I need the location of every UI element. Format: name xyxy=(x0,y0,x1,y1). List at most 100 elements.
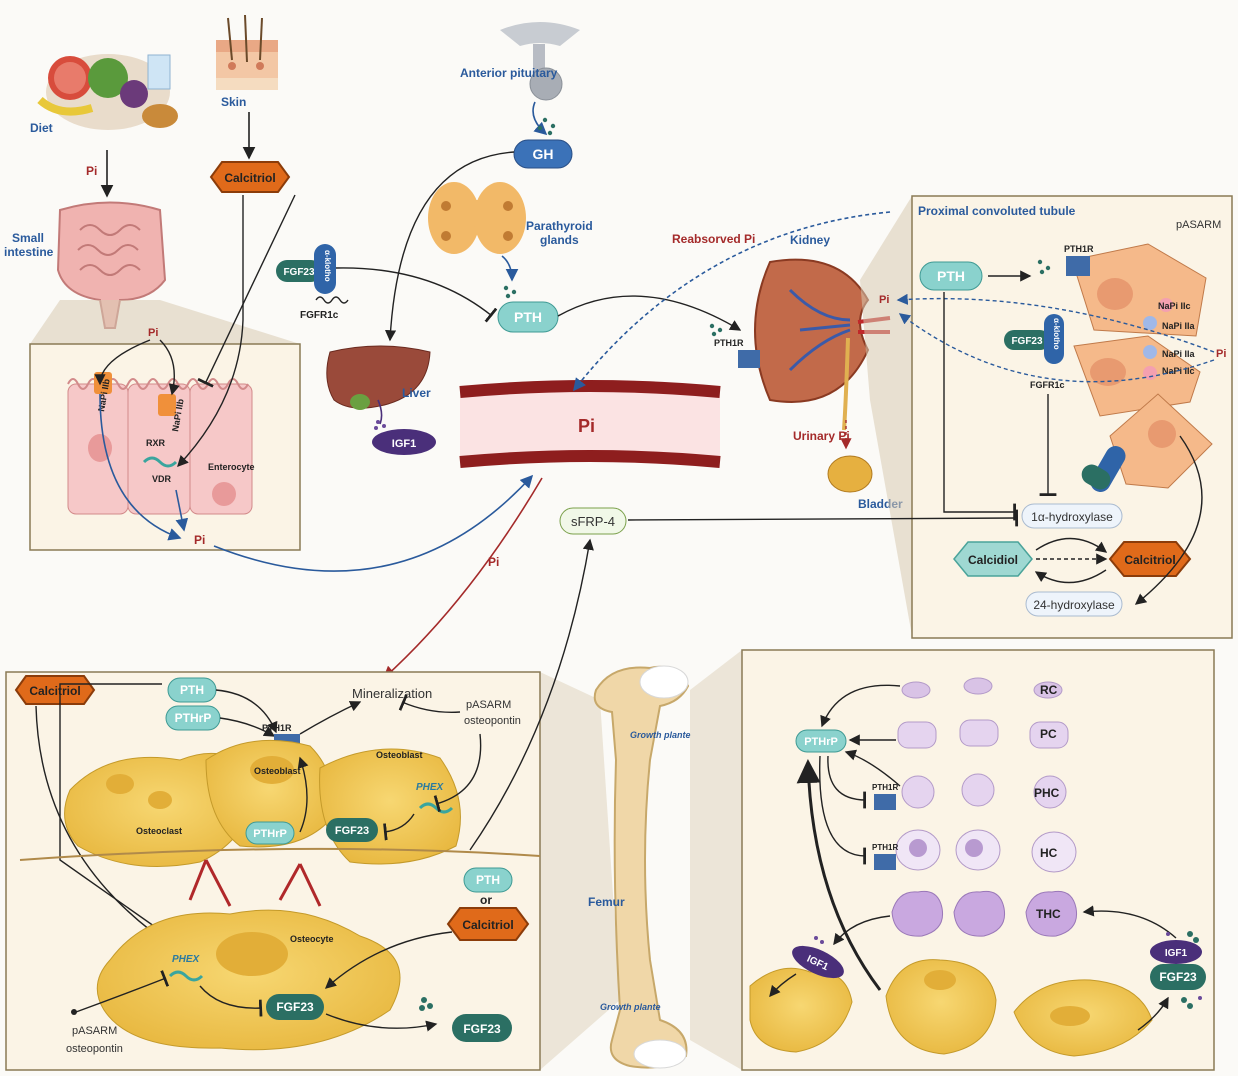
pth1r-receptor-phc xyxy=(874,794,896,810)
svg-text:PTH1R: PTH1R xyxy=(262,723,292,733)
svg-text:PHC: PHC xyxy=(1034,786,1060,800)
pth1r-receptor-tubule xyxy=(1066,256,1090,276)
svg-text:RXR: RXR xyxy=(146,438,166,448)
calcitriol-hexagon-tubule xyxy=(1108,541,1192,577)
svg-text:FGF23: FGF23 xyxy=(283,267,315,278)
femur-icon xyxy=(593,665,690,1069)
svg-text:FGFR1c: FGFR1c xyxy=(1030,380,1065,390)
tubule-cells xyxy=(1071,243,1213,489)
svg-text:Calcitriol: Calcitriol xyxy=(29,684,80,698)
secreted-particles xyxy=(419,117,1199,1011)
calcitriol-hexagon-osteocyte xyxy=(446,907,530,941)
svg-text:PTHrP: PTHrP xyxy=(253,828,287,840)
pth1r-receptor-kidney xyxy=(738,350,760,368)
diet-label: Diet xyxy=(30,121,53,135)
svg-text:Growth plante: Growth plante xyxy=(600,1002,661,1012)
fgf23-badge-secreted xyxy=(452,1014,512,1042)
svg-text:24-hydroxylase: 24-hydroxylase xyxy=(1033,598,1115,612)
sfrp4-badge xyxy=(559,507,627,535)
fgf23-badge-growth xyxy=(1150,964,1206,990)
svg-text:1α-hydroxylase: 1α-hydroxylase xyxy=(1031,510,1113,524)
svg-text:Calcitriol: Calcitriol xyxy=(224,171,275,185)
bone-pi-label: Pi xyxy=(488,555,499,569)
skin-icon xyxy=(216,14,278,90)
svg-text:Growth plante: Growth plante xyxy=(630,730,691,740)
parathyroid-label-line1: Parathyroid xyxy=(526,219,593,233)
svg-text:THC: THC xyxy=(1036,907,1061,921)
svg-text:Calcidiol: Calcidiol xyxy=(968,553,1018,567)
pth-badge-center xyxy=(497,301,559,333)
svg-text:Reabsorved Pi: Reabsorved Pi xyxy=(672,232,755,246)
fgf23-badge-tubule-2 xyxy=(1081,464,1111,490)
igf1-badge-growth-left xyxy=(792,945,844,979)
svg-text:α-klotho: α-klotho xyxy=(1052,318,1061,350)
svg-text:pASARM: pASARM xyxy=(1176,219,1221,231)
svg-text:FGFR1c: FGFR1c xyxy=(300,310,339,321)
twentyfour-hydroxylase-badge xyxy=(1025,591,1123,617)
calcitriol-hexagon-bone xyxy=(14,675,96,705)
bone-panel xyxy=(5,671,541,1071)
svg-text:PC: PC xyxy=(1040,727,1057,741)
svg-text:PTH: PTH xyxy=(937,268,965,284)
svg-text:FGF23: FGF23 xyxy=(1011,336,1043,347)
svg-text:FGF23: FGF23 xyxy=(1159,970,1197,984)
blood-vessel: Pi xyxy=(459,380,721,468)
pth-badge-osteocyte xyxy=(463,867,513,893)
svg-text:NaPi IIc: NaPi IIc xyxy=(1158,301,1191,311)
svg-text:VDR: VDR xyxy=(152,474,172,484)
svg-text:PTHrP: PTHrP xyxy=(175,711,212,725)
igf1-badge-growth-right xyxy=(1150,940,1202,964)
parathyroid-label-line2: glands xyxy=(540,233,579,247)
diet-pi-label: Pi xyxy=(86,164,97,178)
calcidiol-hexagon xyxy=(953,541,1033,577)
pth1r-receptor-hc xyxy=(874,854,896,870)
alpha-klotho-center xyxy=(314,244,336,294)
svg-text:PTH1R: PTH1R xyxy=(714,338,744,348)
svg-text:PTH: PTH xyxy=(514,309,542,325)
liver-icon xyxy=(326,345,431,410)
svg-text:RC: RC xyxy=(1040,683,1058,697)
svg-text:Osteoclast: Osteoclast xyxy=(136,826,182,836)
svg-text:sFRP-4: sFRP-4 xyxy=(571,514,615,529)
svg-text:Pi: Pi xyxy=(879,294,889,306)
fgf23-badge-osteoblast xyxy=(326,818,378,842)
gh-badge xyxy=(513,139,573,169)
svg-text:NaPi IIa: NaPi IIa xyxy=(1162,321,1196,331)
svg-text:FGF23: FGF23 xyxy=(335,825,369,837)
svg-text:Femur: Femur xyxy=(588,895,625,909)
intestine-absorbed-pi-label: Pi xyxy=(194,533,205,547)
svg-text:PTH1R: PTH1R xyxy=(1064,244,1094,254)
svg-text:Calcitriol: Calcitriol xyxy=(1124,553,1175,567)
svg-text:α-klotho: α-klotho xyxy=(323,250,332,282)
svg-text:Osteocyte: Osteocyte xyxy=(290,934,334,944)
svg-text:PTH: PTH xyxy=(180,683,204,697)
skin-label: Skin xyxy=(221,95,246,109)
svg-text:IGF1: IGF1 xyxy=(1165,948,1188,959)
svg-text:IGF1: IGF1 xyxy=(392,438,416,450)
alpha-klotho-tubule xyxy=(1044,314,1064,364)
svg-text:Liver: Liver xyxy=(402,386,431,400)
svg-text:pASARM: pASARM xyxy=(72,1025,117,1037)
fgf23-badge-osteocyte xyxy=(266,994,324,1020)
svg-text:Mineralization: Mineralization xyxy=(352,686,432,701)
svg-text:Pi: Pi xyxy=(148,327,158,339)
small-intestine-label-line2: intestine xyxy=(4,245,54,259)
enterocyte-cells xyxy=(67,372,253,515)
one-alpha-hydroxylase-badge xyxy=(1021,503,1123,529)
svg-text:Proximal convoluted tubule: Proximal convoluted tubule xyxy=(918,204,1076,218)
svg-text:PTH1R: PTH1R xyxy=(872,783,898,792)
vessel-pi-label: Pi xyxy=(578,416,595,436)
svg-text:Kidney: Kidney xyxy=(790,233,830,247)
svg-text:PHEX: PHEX xyxy=(416,782,445,793)
svg-text:PTHrP: PTHrP xyxy=(804,736,838,748)
pth-badge-tubule xyxy=(919,261,983,291)
svg-text:PHEX: PHEX xyxy=(172,954,201,965)
svg-text:Urinary Pi: Urinary Pi xyxy=(793,429,850,443)
svg-text:osteopontin: osteopontin xyxy=(464,715,521,727)
pthrp-badge-osteoblast xyxy=(245,821,295,845)
small-intestine-icon xyxy=(56,201,167,329)
svg-text:FGF23: FGF23 xyxy=(276,1000,314,1014)
svg-text:HC: HC xyxy=(1040,846,1058,860)
